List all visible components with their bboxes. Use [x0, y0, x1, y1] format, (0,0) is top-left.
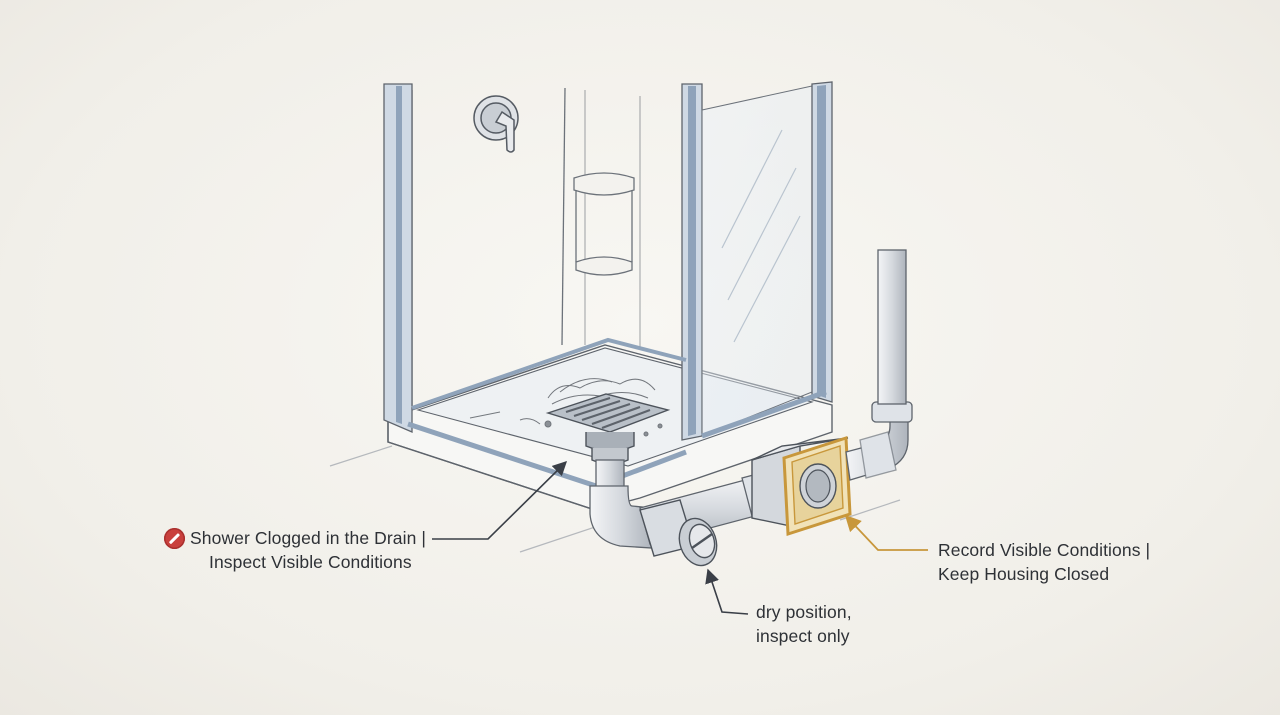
cap-callout-line1: dry position,	[756, 602, 852, 622]
vent-pipe	[845, 249, 913, 481]
shower-valve-icon	[473, 95, 519, 153]
cap-callout: dry position, inspect only	[756, 600, 852, 648]
drain-callout-line2: Inspect Visible Conditions	[209, 552, 412, 572]
glass-enclosure	[383, 81, 833, 489]
housing-callout-line2: Keep Housing Closed	[938, 564, 1110, 584]
prohibited-icon	[164, 528, 185, 549]
cap-leader-arrow	[705, 568, 749, 615]
cleanout-cap-icon	[639, 499, 718, 567]
drain-callout: Shower Clogged in the Drain | Inspect Vi…	[190, 526, 426, 574]
drain-leader-arrow	[432, 460, 568, 540]
housing-callout: Record Visible Conditions | Keep Housing…	[938, 538, 1150, 586]
access-panel-icon	[782, 435, 852, 537]
debris	[469, 378, 663, 437]
cap-callout-line2: inspect only	[756, 626, 850, 646]
drain-callout-line1: Shower Clogged in the Drain |	[190, 528, 427, 548]
housing-callout-line1: Record Visible Conditions |	[938, 540, 1151, 560]
housing-leader-arrow	[844, 514, 928, 551]
drain-tailpiece	[589, 459, 653, 549]
corner-shelf	[573, 172, 635, 276]
leader-lines	[432, 460, 928, 615]
